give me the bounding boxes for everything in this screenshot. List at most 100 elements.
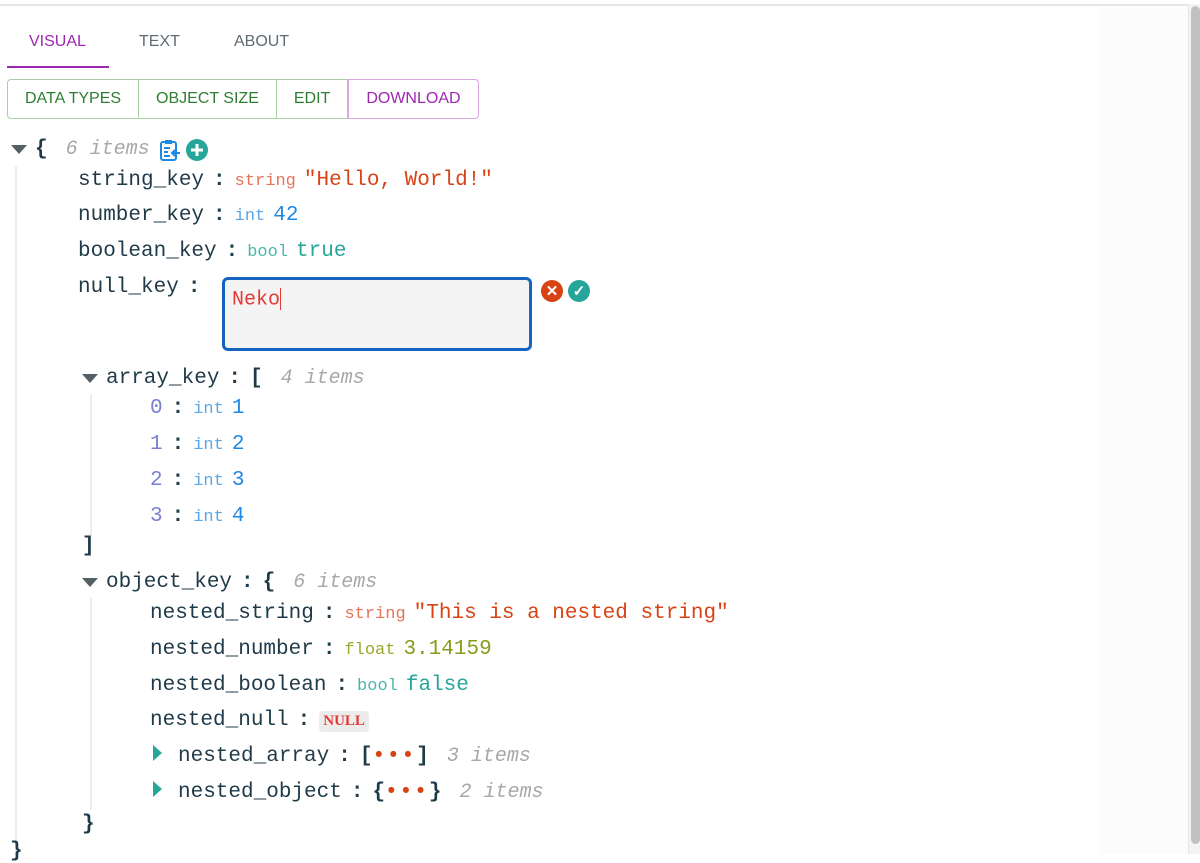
- type-label: int: [193, 436, 224, 455]
- edit-button[interactable]: EDIT: [276, 79, 349, 119]
- object-indent-guide: [90, 598, 92, 810]
- copy-to-clipboard-icon[interactable]: [158, 138, 182, 162]
- open-brace: {: [262, 571, 276, 594]
- item-count: 3 items: [446, 745, 531, 768]
- close-brace-text: }: [10, 840, 23, 863]
- type-label: int: [193, 508, 224, 527]
- key-label: nested_string: [150, 602, 314, 625]
- close-bracket: ]: [82, 535, 95, 558]
- array-element: 0: int 1: [150, 397, 244, 420]
- open-brace: {: [35, 138, 48, 161]
- string-value[interactable]: "This is a nested string": [413, 602, 729, 625]
- root-indent-guide: [15, 166, 17, 854]
- type-label: int: [234, 207, 266, 226]
- int-value[interactable]: 4: [231, 505, 245, 528]
- key-label: nested_null: [150, 709, 289, 732]
- expand-triangle-icon[interactable]: [153, 781, 162, 797]
- array-element: 3: int 4: [150, 505, 244, 528]
- item-count: 4 items: [280, 367, 365, 390]
- root-close-brace: }: [10, 840, 23, 863]
- tab-about[interactable]: ABOUT: [234, 33, 290, 50]
- edit-value-text: Neko: [232, 288, 281, 312]
- field-nested-null: nested_null: NULL: [150, 709, 369, 732]
- active-tab-indicator: [7, 66, 109, 68]
- key-label: string_key: [78, 169, 205, 192]
- colon: :: [228, 367, 242, 390]
- scrollbar-thumb[interactable]: [1191, 6, 1200, 844]
- field-number-key: number_key: int 42: [78, 204, 298, 227]
- expand-triangle-icon[interactable]: [153, 745, 162, 761]
- colon: :: [213, 204, 226, 227]
- int-value[interactable]: 42: [273, 204, 299, 227]
- key-label: number_key: [78, 204, 205, 227]
- right-pane: [1100, 6, 1188, 854]
- field-string-key: string_key: string "Hello, World!": [78, 169, 493, 192]
- colon: :: [338, 745, 351, 768]
- colon: :: [171, 397, 185, 420]
- int-value[interactable]: 3: [231, 469, 245, 492]
- item-count: 6 items: [293, 571, 378, 594]
- colon: :: [213, 169, 226, 192]
- data-types-button[interactable]: DATA TYPES: [7, 79, 140, 119]
- float-value[interactable]: 3.14159: [403, 638, 492, 661]
- colon: :: [171, 433, 185, 456]
- type-label: string: [344, 605, 406, 624]
- colon: :: [225, 240, 239, 263]
- string-value[interactable]: "Hello, World!": [303, 169, 493, 192]
- object-size-button[interactable]: OBJECT SIZE: [139, 79, 277, 119]
- field-nested-number: nested_number: float 3.14159: [150, 638, 492, 661]
- collapsed-ellipsis[interactable]: •••: [385, 781, 429, 804]
- collapsed-ellipsis[interactable]: •••: [372, 745, 417, 768]
- item-count: 2 items: [459, 781, 544, 804]
- field-nested-object: nested_object: { ••• } 2 items: [153, 781, 543, 804]
- bool-value[interactable]: true: [296, 240, 347, 263]
- type-label: int: [193, 400, 224, 419]
- edit-value-textarea[interactable]: Neko: [222, 277, 532, 351]
- close-bracket: ]: [416, 745, 429, 768]
- bool-value[interactable]: false: [405, 674, 469, 697]
- colon: :: [335, 674, 349, 697]
- text-caret: [280, 288, 282, 310]
- key-label: nested_number: [150, 638, 314, 661]
- key-label: object_key: [106, 571, 233, 594]
- open-bracket: [: [250, 367, 263, 390]
- tab-text[interactable]: TEXT: [139, 33, 180, 50]
- colon: :: [171, 505, 185, 528]
- key-label: nested_array: [178, 745, 330, 768]
- open-brace: {: [372, 781, 386, 804]
- index-label: 3: [150, 505, 163, 528]
- array-element: 1: int 2: [150, 433, 244, 456]
- collapse-triangle-icon[interactable]: [82, 374, 98, 383]
- open-bracket: [: [359, 745, 373, 768]
- array-indent-guide: [90, 394, 92, 536]
- root-node: { 6 items: [11, 138, 208, 162]
- cancel-edit-icon[interactable]: ✕: [541, 280, 563, 302]
- type-label: bool: [357, 677, 398, 696]
- field-null-key: null_key:: [78, 276, 209, 299]
- download-button[interactable]: DOWNLOAD: [348, 79, 479, 119]
- top-divider: [0, 4, 1200, 6]
- add-circle-icon[interactable]: [185, 139, 208, 161]
- confirm-edit-icon[interactable]: ✓: [568, 280, 590, 302]
- collapse-triangle-icon[interactable]: [11, 145, 27, 154]
- object-close-brace: }: [82, 813, 95, 836]
- colon: :: [322, 602, 336, 625]
- index-label: 2: [150, 469, 163, 492]
- type-label: string: [234, 172, 296, 191]
- key-label: array_key: [106, 367, 220, 390]
- index-label: 1: [150, 433, 163, 456]
- colon: :: [297, 709, 311, 732]
- type-label: float: [344, 641, 396, 660]
- key-label: null_key: [78, 276, 179, 299]
- close-bracket-text: ]: [82, 535, 95, 558]
- close-brace-text: }: [82, 813, 95, 836]
- colon: :: [322, 638, 336, 661]
- tab-visual[interactable]: VISUAL: [29, 33, 86, 50]
- close-brace: }: [428, 781, 442, 804]
- index-label: 0: [150, 397, 163, 420]
- int-value[interactable]: 2: [231, 433, 245, 456]
- int-value[interactable]: 1: [231, 397, 245, 420]
- collapse-triangle-icon[interactable]: [82, 578, 98, 587]
- null-badge[interactable]: NULL: [319, 711, 369, 732]
